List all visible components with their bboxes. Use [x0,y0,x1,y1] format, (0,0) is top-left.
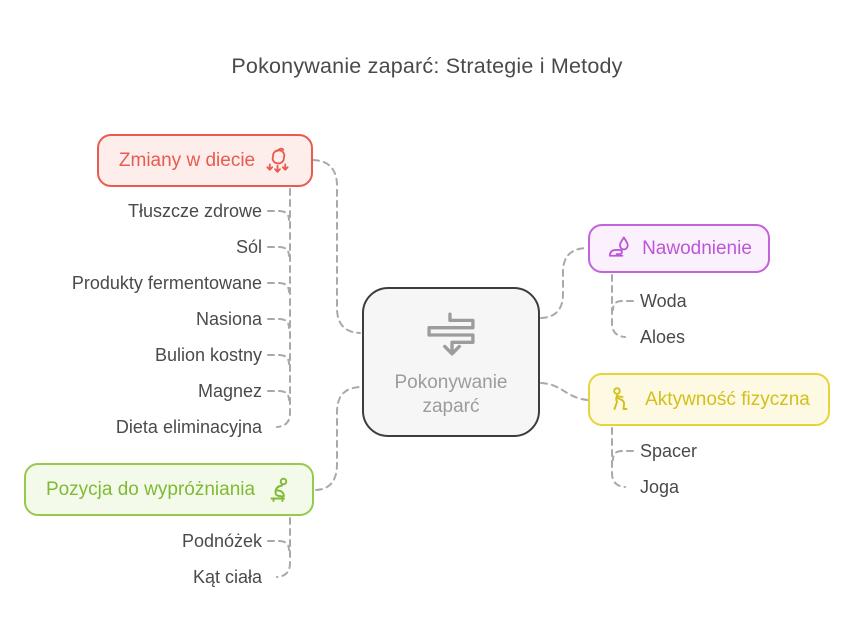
stub-diet-1 [267,210,290,221]
item-dieta-eliminacyjna[interactable]: Dieta eliminacyjna [115,417,262,437]
stub-diet-6 [267,390,290,401]
item-nasiona[interactable]: Nasiona [195,309,262,329]
stub-diet-2 [267,246,290,257]
page-title: Pokonywanie zaparć: Strategie i Metody [231,54,623,78]
item-kat-ciala[interactable]: Kąt ciała [192,567,262,587]
stub-diet-5 [267,354,290,365]
branch-label-hydration: Nawodnienie [642,237,752,259]
spine-position [276,517,291,578]
spine-activity [611,427,626,488]
item-sol[interactable]: Sól [235,237,262,257]
spine-hydration [611,274,626,338]
item-podnozek[interactable]: Podnóżek [181,531,262,551]
spine-diet [276,188,291,428]
item-magnez[interactable]: Magnez [197,381,262,401]
item-spacer[interactable]: Spacer [640,441,698,461]
stub-diet-3 [267,282,290,293]
stub-hydration-1 [612,300,634,311]
water-drop-hand-icon [609,236,629,257]
item-tluszcze-zdrowe[interactable]: Tłuszcze zdrowe [127,201,262,221]
item-joga[interactable]: Joga [640,477,680,497]
link-position-center [315,386,361,491]
branch-node-hydration[interactable]: Nawodnienie [588,224,770,273]
branch-label-position: Pozycja do wypróżniania [45,478,256,500]
branch-node-diet[interactable]: Zmiany w diecie [97,134,313,187]
link-center-activity [540,382,589,401]
walking-person-icon [613,386,628,410]
sitting-person-icon [270,477,288,502]
central-node-label: Pokonywanie zaparć [394,372,508,417]
central-node[interactable]: Pokonywanie zaparć [362,287,540,437]
stub-activity-1 [612,450,634,461]
apple-reduce-icon [266,147,289,173]
item-produkty-fermentowane[interactable]: Produkty fermentowane [71,273,262,293]
branch-label-activity: Aktywność fizyczna [645,388,810,410]
branch-label-diet: Zmiany w diecie [118,149,256,171]
link-center-hydration [540,247,587,319]
branch-node-activity[interactable]: Aktywność fizyczna [588,373,830,426]
item-aloes[interactable]: Aloes [640,327,686,347]
stub-diet-4 [267,318,290,329]
intestine-transit-icon [427,312,475,356]
branch-node-position[interactable]: Pozycja do wypróżniania [24,463,314,516]
stub-position-1 [267,540,290,551]
item-bulion-kostny[interactable]: Bulion kostny [154,345,262,365]
item-woda[interactable]: Woda [640,291,687,311]
link-diet-center [312,159,361,334]
